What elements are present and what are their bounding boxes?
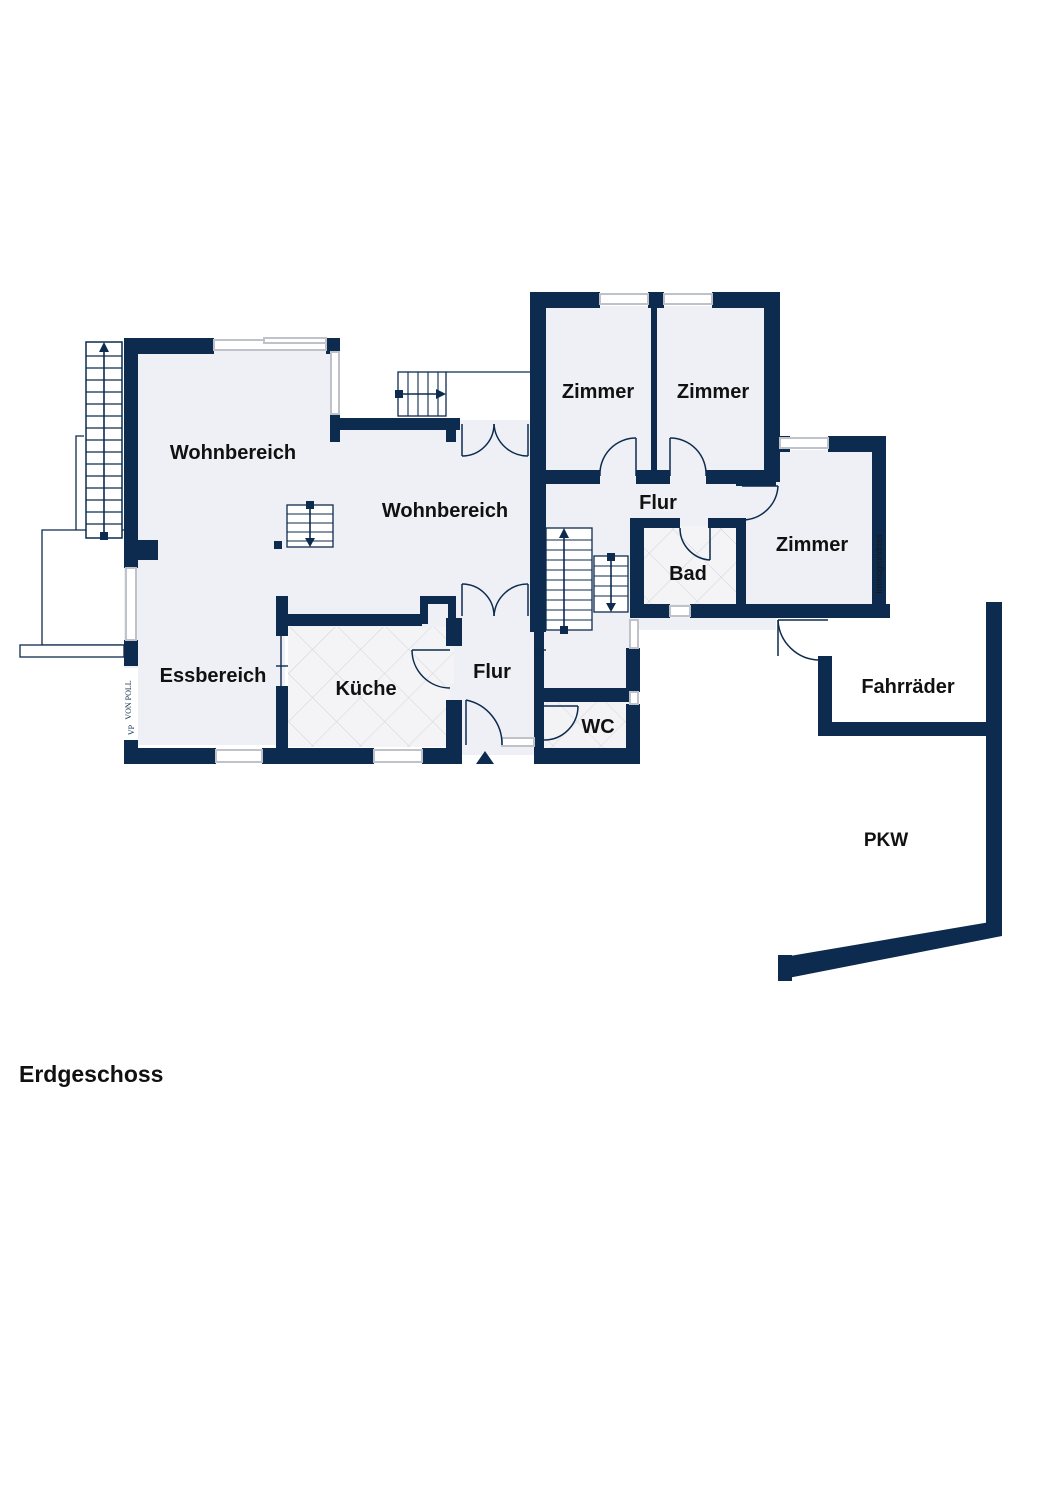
stairs-icon — [395, 371, 530, 417]
stairs-icon — [593, 553, 629, 613]
terrace-outline — [19, 435, 125, 658]
room-label-kueche: Küche — [335, 678, 396, 700]
room-label-essbereich: Essbereich — [160, 665, 267, 687]
logo-monogram: VP — [127, 724, 136, 735]
room-labels: Wohnbereich Wohnbereich Essbereich Küche… — [160, 381, 955, 851]
floor-areas — [124, 306, 874, 755]
floor-title: Erdgeschoss — [19, 1061, 164, 1087]
logo-name: VON POLL — [124, 680, 133, 719]
room-label-wohnbereich-1: Wohnbereich — [170, 442, 296, 464]
room-label-pkw: PKW — [864, 830, 908, 851]
logo: VON POLL VP — [124, 668, 138, 740]
floor-flur-entrance — [452, 617, 536, 755]
room-label-flur-entrance: Flur — [473, 661, 511, 683]
room-label-zimmer-2: Zimmer — [677, 381, 749, 403]
room-label-zimmer-3: Zimmer — [776, 534, 848, 556]
room-label-bad: Bad — [669, 563, 707, 585]
column — [274, 541, 282, 549]
stairs-icon — [286, 501, 334, 548]
stairs-icon — [545, 527, 593, 634]
door-swing-icon — [411, 423, 828, 746]
passage-markers — [276, 632, 546, 686]
room-label-zimmer-1: Zimmer — [562, 381, 634, 403]
entrance-arrow-icon — [476, 751, 494, 764]
walls — [124, 292, 1002, 981]
stairs-icon — [85, 341, 123, 540]
floor-wc-tiles — [544, 702, 632, 748]
room-label-fahrraeder: Fahrräder — [861, 676, 955, 698]
room-label-flur-right: Flur — [639, 492, 677, 514]
floor-bad-tiles — [640, 526, 740, 604]
room-label-wohnbereich-2: Wohnbereich — [382, 500, 508, 522]
window-icon — [125, 293, 829, 763]
floor-zimmer-2 — [656, 306, 766, 476]
room-label-wc: WC — [581, 716, 614, 738]
watermark: Immogrundriss — [874, 534, 884, 594]
